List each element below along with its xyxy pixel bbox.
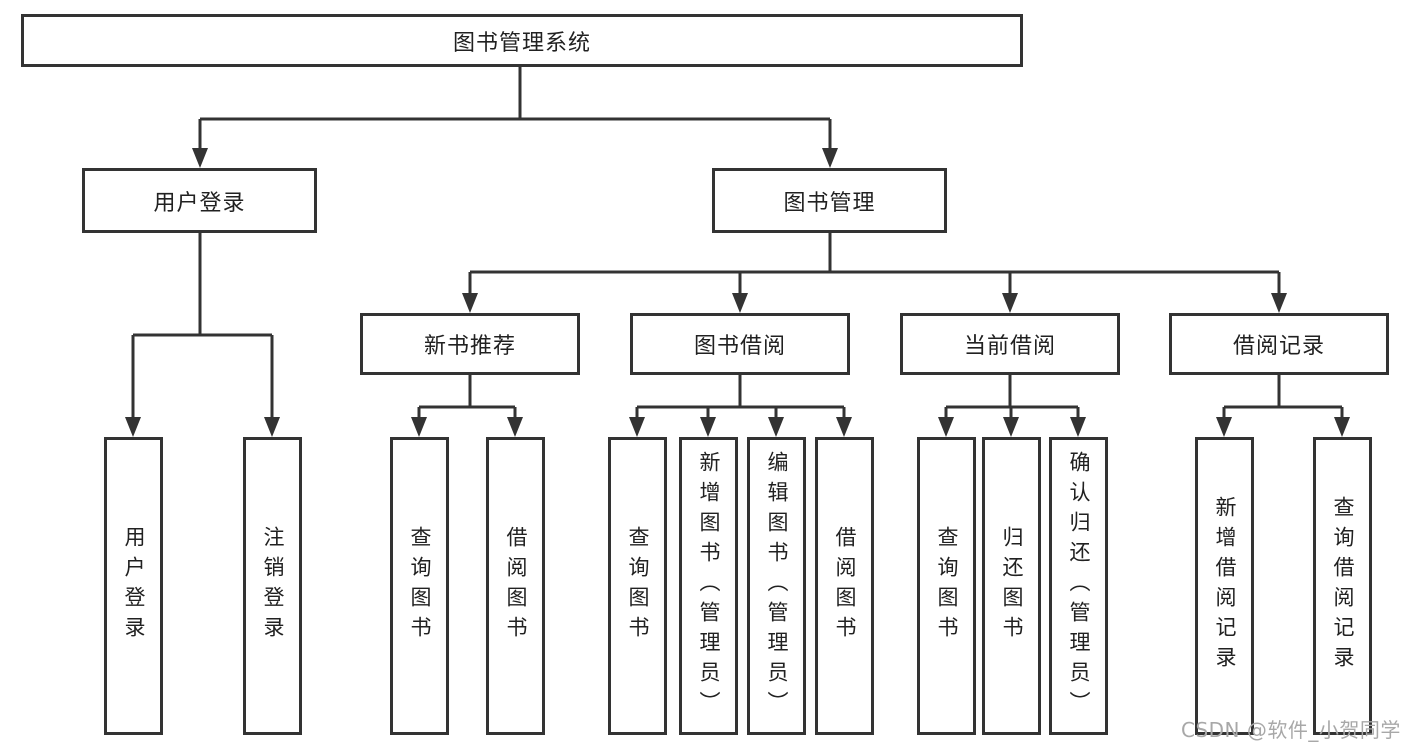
node-leaf-add-borrow-record: 新增借阅记录: [1195, 437, 1254, 735]
node-label: 确认归还（管理员）: [1067, 451, 1091, 721]
node-leaf-return-book: 归还图书: [982, 437, 1041, 735]
node-label: 查询图书: [626, 526, 650, 646]
node-leaf-logout: 注销登录: [243, 437, 302, 735]
node-label: 新书推荐: [423, 334, 516, 359]
node-book-management: 图书管理: [712, 168, 947, 233]
arrow-down-icon: [822, 148, 838, 168]
arrow-down-icon: [1003, 417, 1019, 437]
arrow-down-icon: [507, 417, 523, 437]
node-user-login: 用户登录: [82, 168, 317, 233]
node-current-borrowing: 当前借阅: [900, 313, 1120, 375]
node-new-book-recommend: 新书推荐: [360, 313, 580, 375]
connector-lines: [131, 67, 1344, 419]
node-label: 借阅图书: [504, 526, 528, 646]
node-leaf-recommend-borrow-book: 借阅图书: [486, 437, 545, 735]
arrow-down-icon: [462, 293, 478, 313]
node-leaf-current-query-book: 查询图书: [917, 437, 976, 735]
node-leaf-confirm-return-admin: 确认归还（管理员）: [1049, 437, 1108, 735]
arrow-down-icon: [938, 417, 954, 437]
node-leaf-query-borrow-record: 查询借阅记录: [1313, 437, 1372, 735]
node-label: 查询借阅记录: [1331, 496, 1355, 676]
arrow-down-icon: [732, 293, 748, 313]
node-leaf-add-book-admin: 新增图书（管理员）: [679, 437, 738, 735]
arrow-down-icon: [700, 417, 716, 437]
node-leaf-borrowing-query-book: 查询图书: [608, 437, 667, 735]
node-library-management-system: 图书管理系统: [21, 14, 1023, 67]
node-label: 新增借阅记录: [1213, 496, 1237, 676]
node-leaf-edit-book-admin: 编辑图书（管理员）: [747, 437, 806, 735]
node-label: 当前借阅: [963, 334, 1056, 359]
node-leaf-user-login: 用户登录: [104, 437, 163, 735]
arrow-down-icon: [264, 417, 280, 437]
node-label: 图书借阅: [693, 334, 786, 359]
arrow-down-icon: [629, 417, 645, 437]
node-leaf-recommend-query-book: 查询图书: [390, 437, 449, 735]
arrow-down-icon: [1002, 293, 1018, 313]
arrow-down-icon: [1070, 417, 1086, 437]
node-label: 借阅图书: [833, 526, 857, 646]
arrow-down-icon: [1271, 293, 1287, 313]
node-label: 新增图书（管理员）: [697, 451, 721, 721]
arrow-down-icon: [192, 148, 208, 168]
arrow-down-icon: [1216, 417, 1232, 437]
node-label: 归还图书: [1000, 526, 1024, 646]
node-label: 图书管理系统: [452, 30, 591, 56]
arrow-down-icon: [768, 417, 784, 437]
node-label: 查询图书: [408, 526, 432, 646]
node-leaf-borrow-book: 借阅图书: [815, 437, 874, 735]
arrowhead-icons: [125, 148, 1350, 437]
node-label: 查询图书: [935, 526, 959, 646]
node-label: 编辑图书（管理员）: [765, 451, 789, 721]
node-label: 借阅记录: [1232, 334, 1325, 359]
arrow-down-icon: [836, 417, 852, 437]
node-label: 用户登录: [122, 526, 146, 646]
node-book-borrowing: 图书借阅: [630, 313, 850, 375]
arrow-down-icon: [411, 417, 427, 437]
node-label: 图书管理: [783, 190, 876, 216]
arrow-down-icon: [1334, 417, 1350, 437]
node-label: 用户登录: [153, 190, 246, 216]
node-label: 注销登录: [261, 526, 285, 646]
arrow-down-icon: [125, 417, 141, 437]
node-borrowing-records: 借阅记录: [1169, 313, 1389, 375]
csdn-watermark: CSDN @软件_小贺同学: [1181, 718, 1401, 742]
